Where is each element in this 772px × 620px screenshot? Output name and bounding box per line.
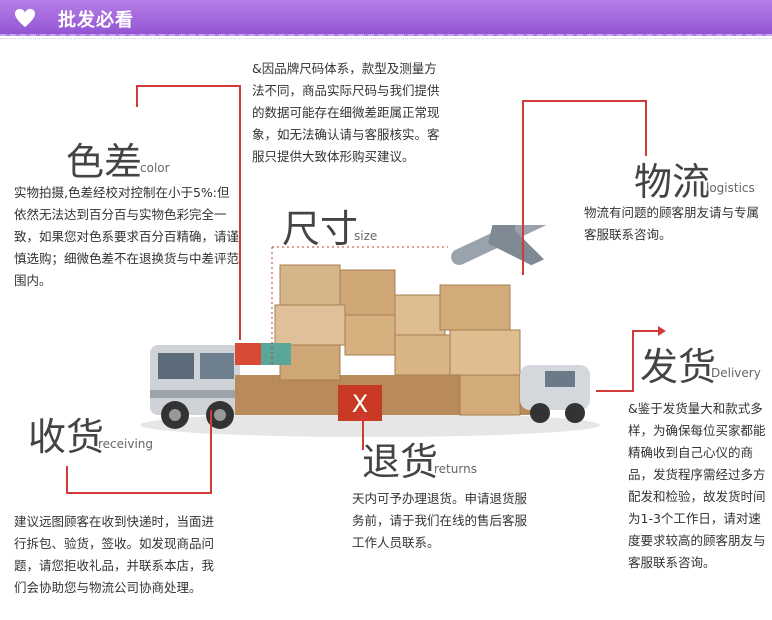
- logistics-subtitle: logistics: [706, 181, 755, 195]
- size-note: &因品牌尺码体系，款型及测量方法不同，商品实际尺码与我们提供的数据可能存在细微差…: [252, 61, 440, 164]
- divider: [0, 38, 772, 42]
- delivery-connector-bottom: [596, 390, 634, 392]
- delivery-arrow-icon: [658, 326, 666, 336]
- delivery-title: 发货: [640, 345, 717, 389]
- size-subtitle: size: [354, 229, 378, 243]
- delivery-subtitle: Delivery: [711, 366, 761, 380]
- delivery-connector-vertical: [632, 330, 634, 390]
- logistics-description: 物流有问题的顾客朋友请与专属客服联系咨询。: [584, 205, 760, 242]
- size-title: 尺寸: [282, 207, 359, 251]
- returns-description: 天内可予办理退货。申请退货服务前，请于我们在线的售后客服工作人员联系。: [352, 491, 528, 550]
- color-description: 实物拍摄,色差经校对控制在小于5%:但依然无法达到百分百与实物色彩完全一致，如果…: [14, 185, 240, 288]
- returns-arrow-icon: [357, 412, 369, 420]
- receiving-description: 建议远图顾客在收到快递时，当面进行拆包、验货，签收。如发现商品问题，请您拒收礼品…: [14, 514, 215, 595]
- returns-connector-vertical: [362, 420, 364, 450]
- logistics-connector-horizontal: [522, 100, 646, 102]
- delivery-connector-horizontal: [632, 330, 660, 332]
- receiving-connector-tick: [66, 466, 68, 494]
- color-subtitle: color: [140, 161, 170, 175]
- section-header: 批发必看: [0, 0, 772, 36]
- color-connector-tick: [136, 85, 138, 107]
- logistics-connector-vertical: [522, 100, 524, 275]
- receiving-title: 收货: [28, 415, 105, 459]
- color-title: 色差: [66, 140, 143, 184]
- heart-icon: [15, 8, 35, 28]
- returns-subtitle: returns: [434, 462, 477, 476]
- receiving-subtitle: receiving: [98, 437, 154, 451]
- returns-title: 退货: [362, 440, 439, 484]
- receiving-connector-horizontal: [66, 492, 212, 494]
- logistics-title: 物流: [634, 160, 711, 204]
- logistics-connector-tick: [645, 100, 647, 156]
- logistics-illustration: X: [140, 225, 600, 437]
- delivery-description: &鉴于发货量大和款式多样，为确保每位买家都能精确收到自己心仪的商品，发货程序需经…: [628, 401, 766, 570]
- color-connector-horizontal: [136, 85, 240, 87]
- receiving-connector-vertical: [210, 410, 212, 494]
- box-mark: X: [352, 390, 368, 418]
- color-connector-vertical: [239, 85, 241, 340]
- header-title: 批发必看: [58, 10, 134, 31]
